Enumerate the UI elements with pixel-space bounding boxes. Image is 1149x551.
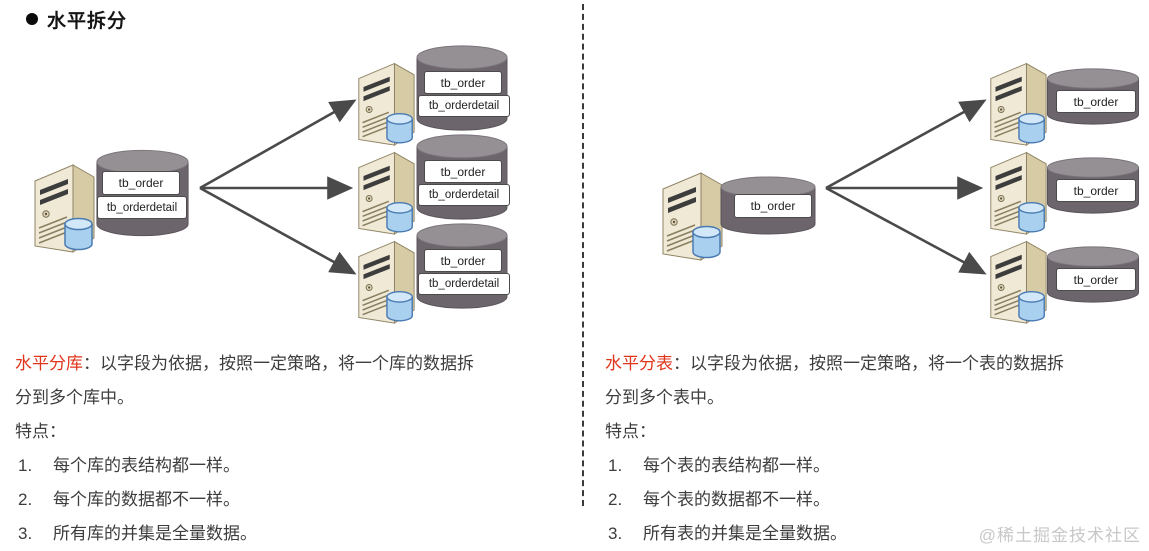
table-label: tb_order xyxy=(1056,268,1136,291)
list-item: 2. 每个库的数据都不一样。 xyxy=(18,490,240,509)
title-bullet-icon xyxy=(26,13,38,25)
features-label: 特点： xyxy=(15,422,66,441)
term-highlight: 水平分库 xyxy=(15,354,83,373)
server-icon xyxy=(358,151,415,235)
list-item: 2. 每个表的数据都不一样。 xyxy=(608,490,830,509)
page-title: 水平拆分 xyxy=(47,11,128,32)
fanout-arrows xyxy=(199,99,357,275)
list-item: 3. 所有库的并集是全量数据。 xyxy=(18,524,257,543)
left-description-block: 水平分库：以字段为依据，按照一定策略，将一个库的数据拆 分到多个库中。 特点： … xyxy=(15,347,567,551)
features-label: 特点： xyxy=(605,422,656,441)
list-item: 1. 每个库的表结构都一样。 xyxy=(18,456,240,475)
server-icon xyxy=(358,62,415,146)
server-icon xyxy=(990,62,1047,146)
description-line: 分到多个表中。 xyxy=(605,388,724,407)
term-highlight: 水平分表 xyxy=(605,354,673,373)
description-line: 水平分表：以字段为依据，按照一定策略，将一个表的数据拆 xyxy=(605,354,1064,373)
table-label: tb_order xyxy=(424,71,502,94)
right-description-block: 水平分表：以字段为依据，按照一定策略，将一个表的数据拆 分到多个表中。 特点： … xyxy=(605,347,1149,551)
features-list: 1. 每个表的表结构都一样。 2. 每个表的数据都不一样。 3. 所有表的并集是… xyxy=(605,449,1149,551)
vertical-dashed-divider xyxy=(582,4,584,506)
table-label: tb_order xyxy=(424,249,502,272)
table-label: tb_orderdetail xyxy=(97,196,187,219)
table-label: tb_orderdetail xyxy=(418,95,510,117)
table-label: tb_orderdetail xyxy=(418,273,510,295)
table-label: tb_order xyxy=(1056,90,1136,113)
server-icon xyxy=(358,240,415,324)
list-item: 3. 所有表的并集是全量数据。 xyxy=(608,524,847,543)
description-line: 水平分库：以字段为依据，按照一定策略，将一个库的数据拆 xyxy=(15,354,474,373)
features-list: 1. 每个库的表结构都一样。 2. 每个库的数据都不一样。 3. 所有库的并集是… xyxy=(15,449,567,551)
table-label: tb_order xyxy=(102,171,180,195)
server-icon xyxy=(990,151,1047,235)
table-label: tb_order xyxy=(424,160,502,183)
list-item: 1. 每个表的表结构都一样。 xyxy=(608,456,830,475)
server-icon xyxy=(34,164,95,253)
fanout-arrows xyxy=(825,99,987,275)
table-label: tb_order xyxy=(1056,179,1136,202)
server-icon xyxy=(990,240,1047,324)
table-label: tb_orderdetail xyxy=(418,184,510,206)
watermark: @稀土掘金技术社区 xyxy=(978,526,1141,545)
table-label: tb_order xyxy=(734,194,812,218)
description-line: 分到多个库中。 xyxy=(15,388,134,407)
